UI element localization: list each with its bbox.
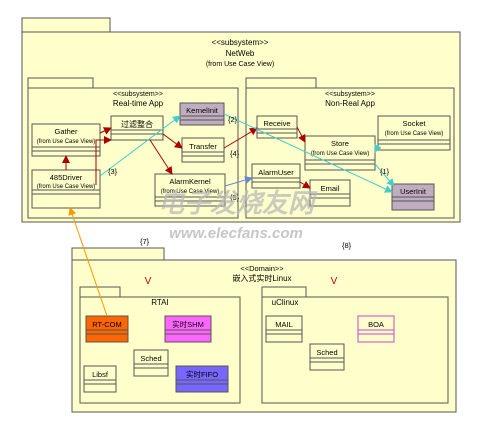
- component-userinit[interactable]: UserInit: [391, 183, 435, 211]
- component-filter[interactable]: 过滤整合: [110, 115, 164, 141]
- arrow-kernelinit-userinit: [223, 113, 393, 193]
- label-3: {3}: [108, 167, 118, 176]
- boa-label: BOA: [368, 320, 384, 329]
- component-485driver[interactable]: 485Driver (from Use Case View): [31, 169, 101, 209]
- rtai-title: RTAI: [151, 298, 168, 307]
- component-transfer[interactable]: Transfer: [181, 137, 225, 163]
- nonreal-title: Non-Real App: [325, 99, 375, 108]
- arrow-rtcom-driver: [68, 207, 108, 317]
- component-store[interactable]: Store (from Use Case View): [304, 135, 376, 171]
- component-uclinux-sched[interactable]: Sched: [309, 343, 345, 371]
- component-fifo[interactable]: 实时FIFO: [175, 365, 229, 393]
- netweb-source: (from Use Case View): [206, 61, 274, 68]
- label-2: {2}: [228, 115, 238, 124]
- component-shm[interactable]: 实时SHM: [164, 315, 212, 343]
- watermark: 电子发烧友网 www.elecfans.com: [158, 188, 318, 242]
- driver-label: 485Driver: [50, 173, 83, 182]
- arrow-driver-kernelinit: [99, 115, 181, 177]
- watermark-cn: 电子发烧友网: [158, 188, 318, 218]
- arrow-transfer-receive: [223, 127, 258, 149]
- domain-stereotype: <<Domain>>: [240, 264, 284, 273]
- label-8: {8}: [342, 241, 352, 250]
- gather-source: (from Use Case View): [37, 139, 96, 145]
- component-alarmuser[interactable]: AlarmUser: [251, 163, 301, 189]
- transfer-label: Transfer: [189, 142, 217, 151]
- socket-label: Socket: [403, 119, 427, 128]
- arrow-gather-filter: [99, 127, 112, 135]
- driver-source: (from Use Case View): [37, 184, 96, 190]
- rtai-sched-label: Sched: [140, 354, 161, 363]
- uclinux-title: uClinux: [272, 298, 299, 307]
- label-4: {4}: [230, 149, 240, 158]
- uclinux-v-mark: V: [331, 276, 338, 287]
- component-kernelinit[interactable]: KernelInit: [179, 102, 225, 126]
- label-7: {7}: [140, 237, 150, 246]
- component-gather[interactable]: Gather (from Use Case View): [31, 123, 101, 157]
- store-source: (from Use Case View): [311, 151, 370, 157]
- arrow-receive-store: [296, 126, 306, 143]
- component-libsf[interactable]: Libsf: [83, 365, 117, 393]
- component-boa[interactable]: BOA: [357, 315, 395, 343]
- rtai-v-mark: V: [145, 276, 152, 287]
- arrow-filter-alarmkernel: [149, 139, 173, 175]
- shm-label: 实时SHM: [172, 319, 204, 329]
- arrow-filter-transfer: [162, 133, 183, 149]
- receive-label: Receive: [263, 119, 290, 128]
- socket-source: (from Use Case View): [385, 131, 444, 137]
- gather-label: Gather: [55, 127, 78, 136]
- component-receive[interactable]: Receive: [256, 115, 298, 139]
- userinit-label: UserInit: [400, 187, 427, 196]
- alarmuser-label: AlarmUser: [258, 168, 294, 177]
- rtcom-label: RT-COM: [92, 320, 121, 329]
- component-rtai-sched[interactable]: Sched: [133, 349, 169, 377]
- arrow-driver-filter: [95, 136, 112, 185]
- dependency-labels: {2} {4} {3} {5} {1} {7} {8}: [108, 115, 390, 250]
- uclinux-sched-label: Sched: [316, 348, 337, 357]
- dependency-arrows: [62, 113, 395, 317]
- alarmkernel-label: AlarmKernel: [169, 177, 211, 186]
- watermark-url: www.elecfans.com: [169, 225, 303, 242]
- arrow-alarmkernel-alarmuser: [224, 176, 253, 187]
- uclinux-package: V uClinux: [261, 276, 449, 404]
- component-socket[interactable]: Socket (from Use Case View): [377, 115, 451, 151]
- arrow-socket-store: [374, 143, 382, 153]
- arrow-store-userinit: [374, 163, 395, 187]
- component-mail[interactable]: MAIL: [265, 315, 303, 343]
- domain-title: 嵌入式实时Linux: [232, 273, 291, 283]
- mail-label: MAIL: [275, 320, 293, 329]
- kernelinit-label: KernelInit: [186, 106, 219, 115]
- alarmkernel-source: (from Use Case View): [161, 189, 220, 195]
- realtime-stereotype: <<subsystem>>: [113, 91, 163, 98]
- component-alarmkernel[interactable]: AlarmKernel (from Use Case View): [154, 173, 226, 207]
- netweb-stereotype: <<subsystem>>: [212, 38, 269, 47]
- realtime-title: Real-time App: [113, 99, 164, 108]
- label-5: {5}: [230, 193, 240, 202]
- filter-label: 过滤整合: [121, 119, 153, 129]
- netweb-title: NetWeb: [226, 49, 255, 58]
- label-1: {1}: [380, 167, 390, 176]
- arrow-alarmuser-email: [299, 180, 311, 189]
- fifo-label: 实时FIFO: [186, 369, 218, 379]
- email-label: Email: [321, 184, 340, 193]
- component-rt-com[interactable]: RT-COM: [85, 315, 129, 343]
- component-email[interactable]: Email: [309, 179, 351, 207]
- libsf-label: Libsf: [92, 370, 109, 379]
- nonreal-stereotype: <<subsystem>>: [325, 91, 375, 98]
- store-label: Store: [331, 139, 349, 148]
